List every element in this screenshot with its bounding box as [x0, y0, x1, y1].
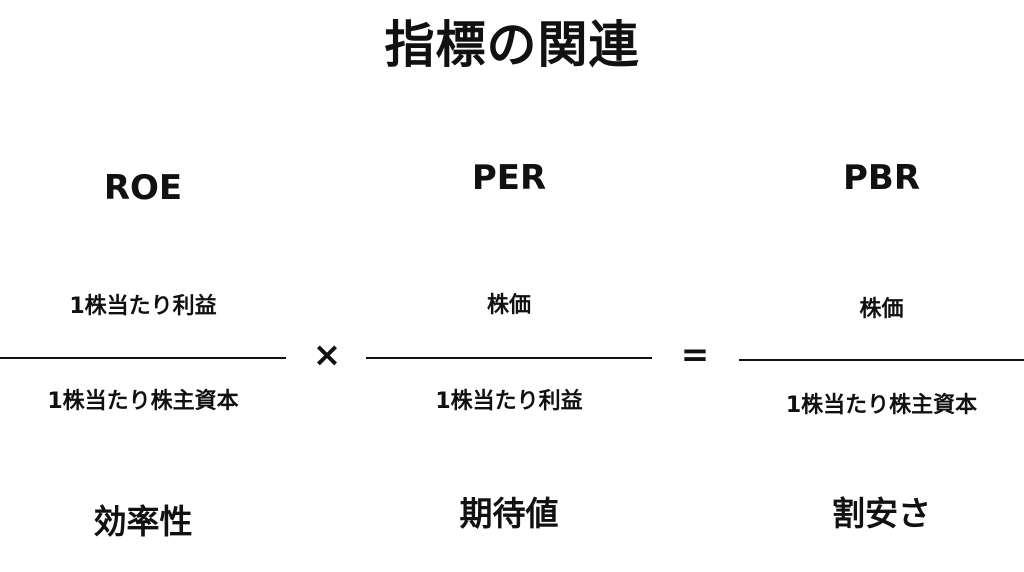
multiply-operator: ×: [312, 335, 342, 375]
roe-meaning: 効率性: [93, 502, 193, 541]
per-fraction-bar: [366, 357, 652, 359]
pbr-column: PBR 株価 1株当たり株主資本 割安さ: [739, 0, 1024, 572]
pbr-meaning: 割安さ: [832, 494, 931, 533]
per-denominator: 1株当たり利益: [435, 389, 583, 414]
roe-column: ROE 1株当たり利益 1株当たり株主資本 効率性: [0, 0, 286, 572]
roe-numerator: 1株当たり利益: [69, 294, 217, 319]
per-numerator: 株価: [486, 293, 531, 318]
per-column: PER 株価 1株当たり利益 期待値: [366, 0, 652, 572]
per-label: PER: [471, 158, 547, 198]
per-meaning: 期待値: [459, 494, 559, 533]
roe-fraction-bar: [0, 357, 286, 359]
roe-denominator: 1株当たり株主資本: [47, 389, 239, 414]
pbr-fraction-bar: [739, 359, 1024, 361]
pbr-label: PBR: [842, 158, 920, 198]
roe-label: ROE: [103, 168, 183, 208]
pbr-denominator: 1株当たり株主資本: [785, 393, 978, 418]
diagram-title: 指標の関連: [384, 16, 640, 74]
equals-operator: =: [680, 335, 710, 375]
pbr-numerator: 株価: [859, 297, 904, 322]
